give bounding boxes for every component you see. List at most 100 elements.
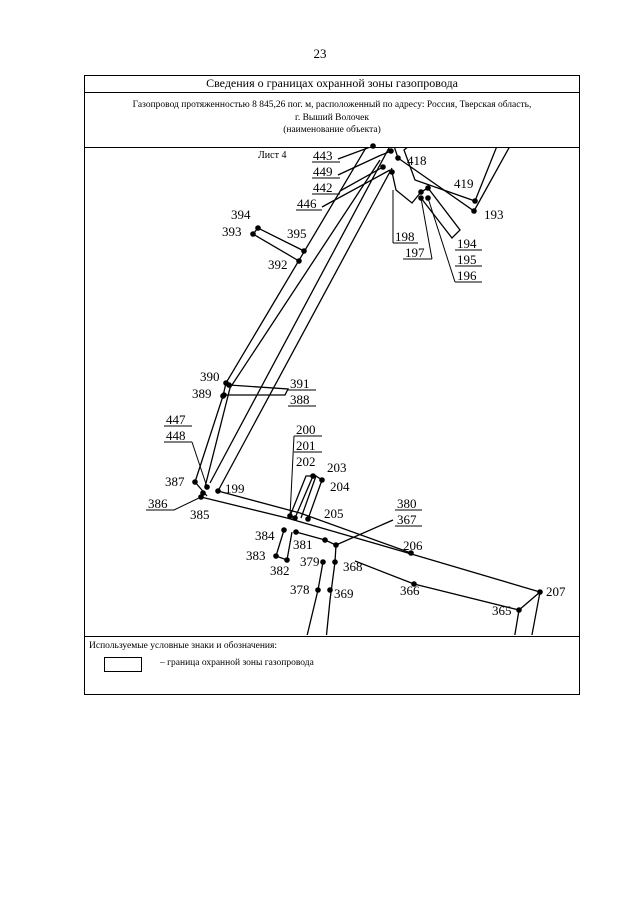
point-marker: [389, 169, 395, 175]
label-448: 448: [166, 428, 186, 443]
point-marker: [301, 248, 307, 254]
zone-boundary-main-west: [194, 148, 367, 497]
zone-boundary-south-b: [295, 531, 337, 635]
label-389: 389: [192, 386, 212, 401]
document-frame: [84, 75, 580, 695]
label-202: 202: [296, 454, 316, 469]
label-392: 392: [268, 257, 288, 272]
label-203: 203: [327, 460, 347, 475]
label-391: 391: [290, 376, 310, 391]
point-marker: [292, 515, 298, 521]
label-443: 443: [313, 148, 333, 163]
point-marker: [418, 189, 424, 195]
point-labels: 443 449 442 446 418 419 193 198 197 194 …: [148, 148, 566, 618]
point-marker: [200, 490, 206, 496]
legend-item-text: – граница охранной зоны газопровода: [160, 658, 314, 668]
label-369: 369: [334, 586, 354, 601]
sheet-label: Лист 4: [258, 150, 287, 161]
zone-boundary-south-e: [531, 591, 541, 635]
label-384: 384: [255, 528, 275, 543]
label-386: 386: [148, 496, 168, 511]
object-description: Газопровод протяженностью 8 845,26 пог. …: [84, 99, 580, 137]
point-marker: [320, 559, 326, 565]
point-marker: [215, 488, 221, 494]
label-leaders: [146, 161, 482, 527]
point-marker: [395, 155, 401, 161]
label-365: 365: [492, 603, 512, 618]
point-marker: [388, 148, 394, 154]
legend-divider: [84, 636, 580, 637]
zone-boundary-top-c: [339, 166, 384, 192]
label-195: 195: [457, 252, 477, 267]
zone-boundary-inner-west: [204, 159, 381, 488]
zone-boundary-top-b: [337, 150, 392, 176]
point-marker: [516, 607, 522, 613]
point-marker: [310, 473, 316, 479]
point-marker: [273, 553, 279, 559]
label-196: 196: [457, 268, 477, 283]
label-382: 382: [270, 563, 290, 578]
label-367: 367: [397, 512, 417, 527]
label-419: 419: [454, 176, 474, 191]
label-379: 379: [300, 554, 320, 569]
zone-boundary-main-east: [209, 148, 390, 484]
label-204: 204: [330, 479, 350, 494]
label-200: 200: [296, 422, 316, 437]
zone-boundary-393-395: [252, 227, 305, 262]
label-446: 446: [297, 196, 317, 211]
zone-boundary-south-c: [306, 561, 324, 635]
zone-boundary-380-link: [335, 519, 394, 546]
label-378: 378: [290, 582, 310, 597]
document-title: Сведения о границах охранной зоны газопр…: [206, 76, 458, 90]
label-205: 205: [324, 506, 344, 521]
title-divider: [84, 92, 580, 93]
point-marker: [472, 198, 478, 204]
object-line-1: Газопровод протяженностью 8 845,26 пог. …: [132, 100, 532, 110]
label-381: 381: [293, 537, 313, 552]
zone-boundary-389-391: [224, 384, 290, 396]
point-marker: [333, 542, 339, 548]
label-449: 449: [313, 164, 333, 179]
label-193: 193: [484, 207, 504, 222]
label-198: 198: [395, 229, 415, 244]
point-marker: [223, 380, 229, 386]
point-marker: [425, 185, 431, 191]
point-marker: [370, 143, 376, 149]
point-marker: [281, 527, 287, 533]
label-366: 366: [400, 583, 420, 598]
legend-symbol-box: [104, 657, 142, 672]
object-caption: (наименование объекта): [283, 125, 381, 135]
point-marker: [220, 393, 226, 399]
point-marker: [305, 516, 311, 522]
label-206: 206: [403, 538, 423, 553]
zone-boundary-200-204: [289, 475, 314, 519]
point-marker: [255, 225, 261, 231]
label-199: 199: [225, 481, 245, 496]
zone-boundary-south-east-inner: [217, 490, 412, 554]
zone-boundary-ne-branch-inner: [403, 148, 497, 202]
label-393: 393: [222, 224, 242, 239]
object-line-2: г. Выший Волочек: [295, 112, 369, 123]
label-394: 394: [231, 207, 251, 222]
point-marker: [293, 529, 299, 535]
label-418: 418: [407, 153, 427, 168]
point-marker: [319, 477, 325, 483]
label-368: 368: [343, 559, 363, 574]
zone-boundary-south-d: [514, 609, 520, 635]
label-197: 197: [405, 245, 425, 260]
point-marker: [250, 231, 256, 237]
label-387: 387: [165, 474, 185, 489]
point-marker: [296, 258, 302, 264]
point-marker: [332, 559, 338, 565]
label-207: 207: [546, 584, 566, 599]
point-marker: [471, 208, 477, 214]
page-number: 23: [313, 46, 327, 61]
header-divider: [84, 147, 580, 148]
label-395: 395: [287, 226, 307, 241]
label-383: 383: [246, 548, 266, 563]
point-marker: [537, 589, 543, 595]
point-marker: [411, 581, 417, 587]
point-marker: [322, 537, 328, 543]
label-194: 194: [457, 236, 477, 251]
label-442: 442: [313, 180, 333, 195]
